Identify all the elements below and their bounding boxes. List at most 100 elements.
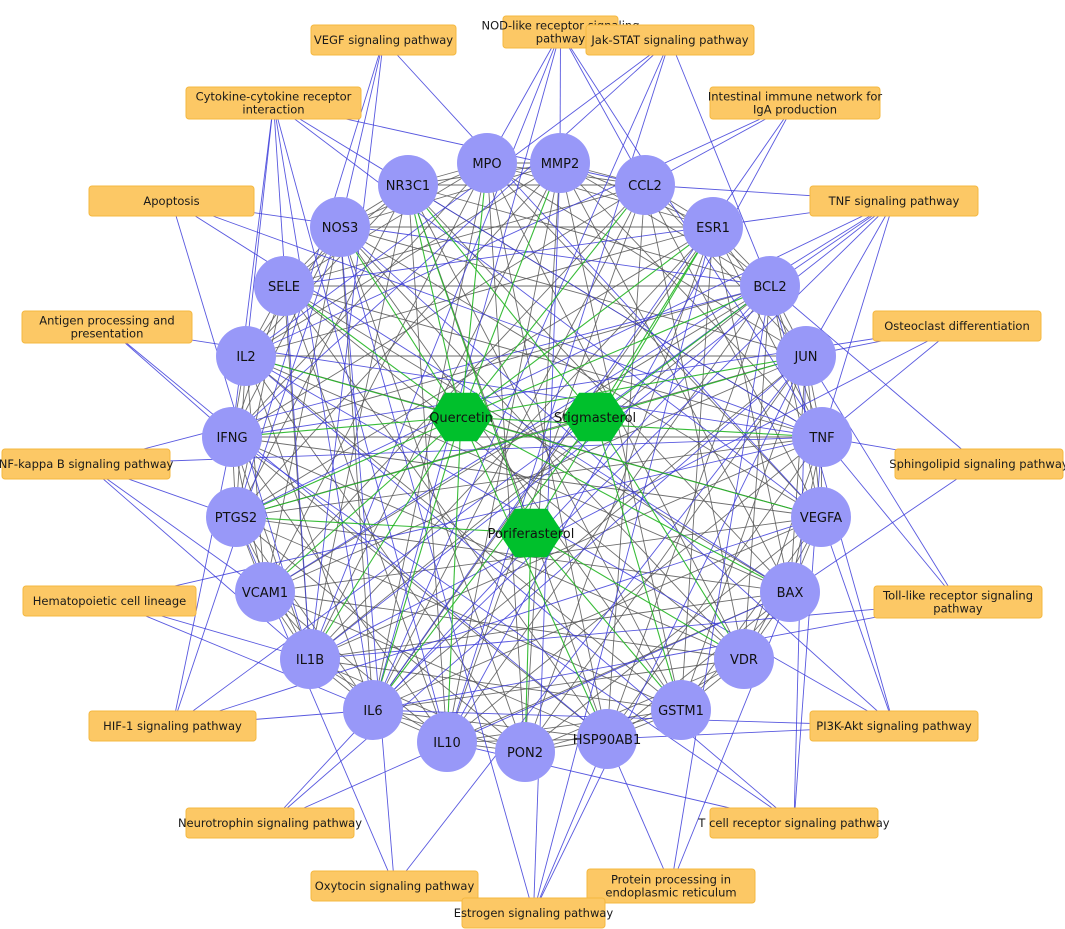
gene-node-esr1[interactable]: ESR1 [683, 197, 743, 257]
gene-node-vegfa[interactable]: VEGFA [791, 487, 851, 547]
compound-gene-edge [460, 184, 646, 418]
pathway-node-apoptosis[interactable]: Apoptosis [88, 185, 255, 217]
gene-circle [457, 133, 517, 193]
gene-gene-edge [372, 658, 745, 711]
gene-gene-edge [372, 355, 807, 711]
pathway-label: interaction [242, 103, 304, 117]
gene-gene-edge [235, 162, 561, 518]
gene-circle [206, 487, 266, 547]
pathway-node-sphingo[interactable]: Sphingolipid signaling pathway [889, 448, 1065, 480]
pathway-node-tcell[interactable]: T cell receptor signaling pathway [697, 807, 890, 839]
pathway-label: HIF-1 signaling pathway [103, 719, 242, 733]
pathway-box [22, 585, 197, 617]
pathway-box [709, 807, 879, 839]
gene-node-il1b[interactable]: IL1B [280, 629, 340, 689]
pathway-node-estrogen[interactable]: Estrogen signaling pathway [454, 897, 614, 929]
gene-node-il6[interactable]: IL6 [343, 680, 403, 740]
gene-circle [280, 629, 340, 689]
gene-node-nos3[interactable]: NOS3 [310, 197, 370, 257]
gene-circle [310, 197, 370, 257]
gene-node-il2[interactable]: IL2 [216, 326, 276, 386]
gene-node-il10[interactable]: IL10 [417, 712, 477, 772]
pathway-node-jak[interactable]: Jak-STAT signaling pathway [585, 24, 755, 56]
gene-node-jun[interactable]: JUN [776, 326, 836, 386]
compound-node-quercetin[interactable]: Quercetin [429, 392, 493, 442]
gene-node-pon2[interactable]: PON2 [495, 722, 555, 782]
pathway-label: pathway [933, 602, 983, 616]
pathway-gene-edge [446, 39, 671, 743]
gene-node-bax[interactable]: BAX [760, 562, 820, 622]
pathway-node-hema[interactable]: Hematopoietic cell lineage [22, 585, 197, 617]
pathway-gene-edge [339, 226, 895, 727]
compound-gene-edge [235, 416, 462, 518]
compound-node-poriferasterol[interactable]: Poriferasterol [488, 508, 575, 558]
gene-gene-edge [680, 226, 714, 711]
gene-label: VEGFA [800, 511, 842, 526]
pathway-label: PI3K-Akt signaling pathway [816, 719, 972, 733]
pathway-node-hif[interactable]: HIF-1 signaling pathway [88, 710, 257, 742]
compound-gene-edge [530, 532, 682, 711]
pathway-node-neuro[interactable]: Neurotrophin signaling pathway [178, 807, 362, 839]
compound-hexagon [429, 392, 493, 442]
pathway-label: T cell receptor signaling pathway [697, 816, 889, 830]
pathway-label: Estrogen signaling pathway [454, 906, 614, 920]
gene-circle [577, 709, 637, 769]
pathway-label: Oxytocin signaling pathway [315, 879, 475, 893]
gene-node-ptgs2[interactable]: PTGS2 [206, 487, 266, 547]
gene-node-mmp2[interactable]: MMP2 [530, 133, 590, 193]
pathway-node-nfkb[interactable]: NF-kappa B signaling pathway [0, 448, 173, 480]
gene-gene-edge [486, 162, 807, 357]
gene-node-vdr[interactable]: VDR [714, 629, 774, 689]
gene-node-nr3c1[interactable]: NR3C1 [378, 155, 438, 215]
gene-node-gstm1[interactable]: GSTM1 [651, 680, 711, 740]
gene-node-vcam1[interactable]: VCAM1 [235, 562, 295, 622]
compound-gene-edge [264, 416, 462, 593]
compound-label: Quercetin [429, 411, 493, 426]
compound-gene-edge [235, 516, 532, 534]
gene-node-hsp90ab1[interactable]: HSP90AB1 [573, 709, 642, 769]
compound-gene-edge [309, 416, 462, 660]
gene-label: HSP90AB1 [573, 733, 642, 748]
gene-gene-edge [606, 285, 771, 740]
pathway-gene-edge [273, 102, 374, 711]
gene-gene-edge [339, 226, 682, 711]
pathway-node-tnfp[interactable]: TNF signaling pathway [809, 185, 979, 217]
gene-gene-edge [339, 226, 526, 753]
gene-node-sele[interactable]: SELE [254, 256, 314, 316]
pathway-label: Antigen processing and [39, 314, 174, 328]
gene-gene-edge [524, 355, 807, 753]
pathway-gene-edge [821, 200, 895, 438]
compound-hexagon [499, 508, 563, 558]
pathway-label: Osteoclast differentiation [884, 319, 1030, 333]
gene-gene-edge [231, 436, 608, 740]
gene-label: PTGS2 [215, 511, 257, 526]
pathway-gene-edge [235, 200, 895, 518]
compound-gene-edge [460, 162, 488, 418]
gene-label: SELE [268, 280, 300, 295]
pathway-node-oxy[interactable]: Oxytocin signaling pathway [310, 870, 479, 902]
gene-node-mpo[interactable]: MPO [457, 133, 517, 193]
compound-node-stigmasterol[interactable]: Stigmasterol [554, 392, 636, 442]
pathway-gene-edge [273, 102, 822, 518]
gene-node-bcl2[interactable]: BCL2 [740, 256, 800, 316]
pathway-node-pi3k[interactable]: PI3K-Akt signaling pathway [809, 710, 979, 742]
pathway-label: endoplasmic reticulum [605, 886, 736, 900]
pathway-node-osteo[interactable]: Osteoclast differentiation [872, 310, 1042, 342]
pathway-box [809, 710, 979, 742]
pathway-box [461, 897, 606, 929]
compound-gene-edges [231, 162, 823, 753]
gene-node-tnf[interactable]: TNF [792, 407, 852, 467]
gene-gene-edge [309, 658, 682, 711]
pathway-gene-edge [269, 591, 791, 824]
pathway-gene-edge [383, 39, 822, 518]
gene-circle [235, 562, 295, 622]
gene-node-ccl2[interactable]: CCL2 [615, 155, 675, 215]
gene-node-ifng[interactable]: IFNG [202, 407, 262, 467]
pathway-node-vegf[interactable]: VEGF signaling pathway [310, 24, 457, 56]
